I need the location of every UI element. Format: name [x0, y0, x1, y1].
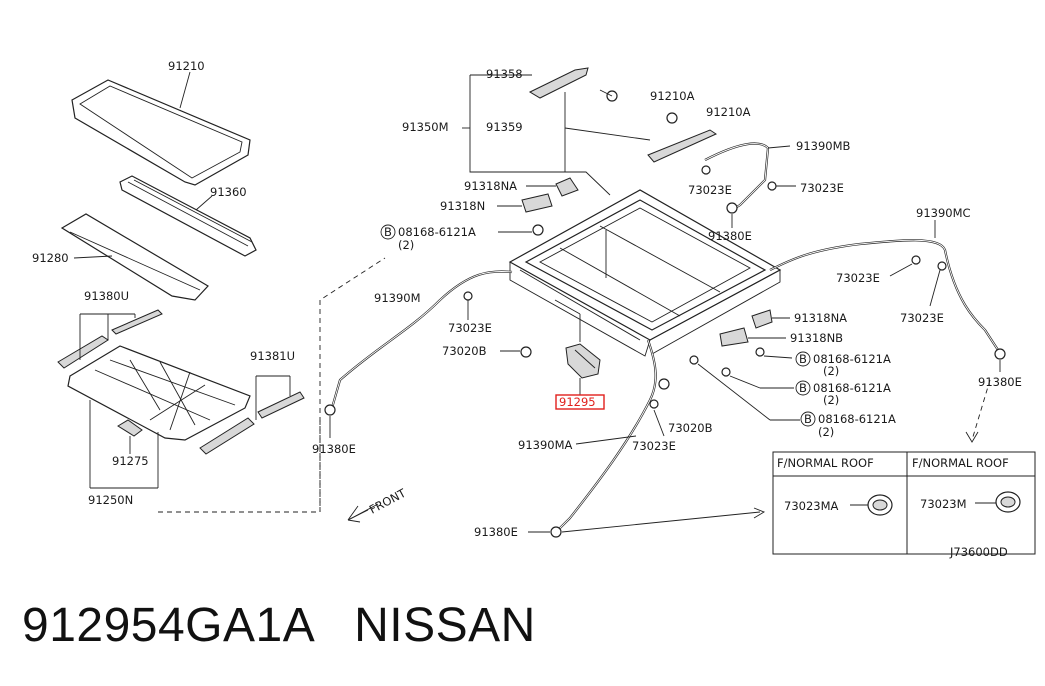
label-91380e: 91380E — [708, 229, 752, 243]
bolt-marker-letter: B — [799, 381, 807, 395]
label-91380e: 91380E — [312, 442, 356, 456]
drain-hose-rear-right — [769, 239, 1006, 360]
clip-73020b-part — [520, 346, 670, 390]
label-73023e: 73023E — [688, 183, 732, 197]
front-rail-part — [57, 309, 163, 369]
label-91380u: 91380U — [84, 289, 129, 303]
rear-rail-part — [647, 129, 718, 163]
label-bolt: 08168-6121A — [813, 381, 891, 395]
drain-hose-front-right — [701, 142, 777, 214]
deflector-part — [60, 213, 209, 301]
part-number: 912954GA1A — [22, 599, 313, 652]
label-qty: (2) — [823, 393, 839, 407]
label-qty: (2) — [823, 364, 839, 378]
label-73020b: 73020B — [442, 344, 487, 358]
highlight-box — [555, 394, 605, 410]
label-91380e: 91380E — [474, 525, 518, 539]
drain-hose-rear-left — [550, 339, 659, 538]
brand-name: NISSAN — [354, 599, 536, 652]
label-91380e: 91380E — [978, 375, 1022, 389]
label-91295-highlighted: 91295 — [559, 395, 596, 409]
bolt-marker-letter: B — [384, 225, 392, 239]
bracket-part — [521, 177, 773, 347]
label-91210a: 91210A — [650, 89, 695, 103]
label-73020b: 73020B — [668, 421, 713, 435]
front-label: FRONT — [367, 485, 409, 516]
front-arrow-icon — [347, 503, 379, 523]
label-73023e: 73023E — [836, 271, 880, 285]
label-91210: 91210 — [168, 59, 205, 73]
label-bolt: 08168-6121A — [813, 352, 891, 366]
seal-part — [119, 175, 257, 257]
label-91318na: 91318NA — [464, 179, 517, 193]
bolt-part — [689, 347, 765, 377]
label-91390m: 91390M — [374, 291, 421, 305]
label-91210a: 91210A — [706, 105, 751, 119]
label-91280: 91280 — [32, 251, 69, 265]
screw-part — [599, 89, 678, 124]
bolt-marker-letter: B — [799, 352, 807, 366]
label-qty: (2) — [818, 425, 834, 439]
diagram-code: J73600DD — [949, 545, 1008, 559]
label-73023e: 73023E — [800, 181, 844, 195]
inset-left-part: 73023MA — [784, 499, 839, 513]
label-bolt: 08168-6121A — [398, 225, 476, 239]
label-91250n: 91250N — [88, 493, 133, 507]
inset-right-header: F/NORMAL ROOF — [912, 456, 1009, 470]
inset-right-part: 73023M — [920, 497, 967, 511]
sunshade-part — [67, 345, 251, 441]
label-91359: 91359 — [486, 120, 523, 134]
footer-caption: 912954GA1A NISSAN — [22, 598, 536, 653]
label-91360: 91360 — [210, 185, 247, 199]
label-73023e: 73023E — [900, 311, 944, 325]
deflector-link-part — [528, 67, 589, 99]
label-91381u: 91381U — [250, 349, 295, 363]
sunroof-frame-part — [508, 189, 782, 357]
bolt-marker-letter: B — [804, 412, 812, 426]
clip-part — [117, 419, 143, 437]
motor-part — [565, 343, 601, 379]
label-73023e: 73023E — [632, 439, 676, 453]
inset-left-header: F/NORMAL ROOF — [777, 456, 874, 470]
label-91318na: 91318NA — [794, 311, 847, 325]
label-qty: (2) — [398, 238, 414, 252]
label-91318n: 91318N — [440, 199, 485, 213]
label-bolt: 08168-6121A — [818, 412, 896, 426]
bolt-marker-icon — [380, 224, 816, 427]
label-91318nb: 91318NB — [790, 331, 843, 345]
label-91390ma: 91390MA — [518, 438, 573, 452]
label-91390mc: 91390MC — [916, 206, 971, 220]
label-73023e: 73023E — [448, 321, 492, 335]
label-91275: 91275 — [112, 454, 149, 468]
label-91390mb: 91390MB — [796, 139, 851, 153]
inset-box — [772, 451, 1036, 555]
side-rail-part — [199, 391, 305, 455]
label-91350m: 91350M — [402, 120, 449, 134]
glass-lid-part — [71, 79, 251, 186]
label-91358: 91358 — [486, 67, 523, 81]
